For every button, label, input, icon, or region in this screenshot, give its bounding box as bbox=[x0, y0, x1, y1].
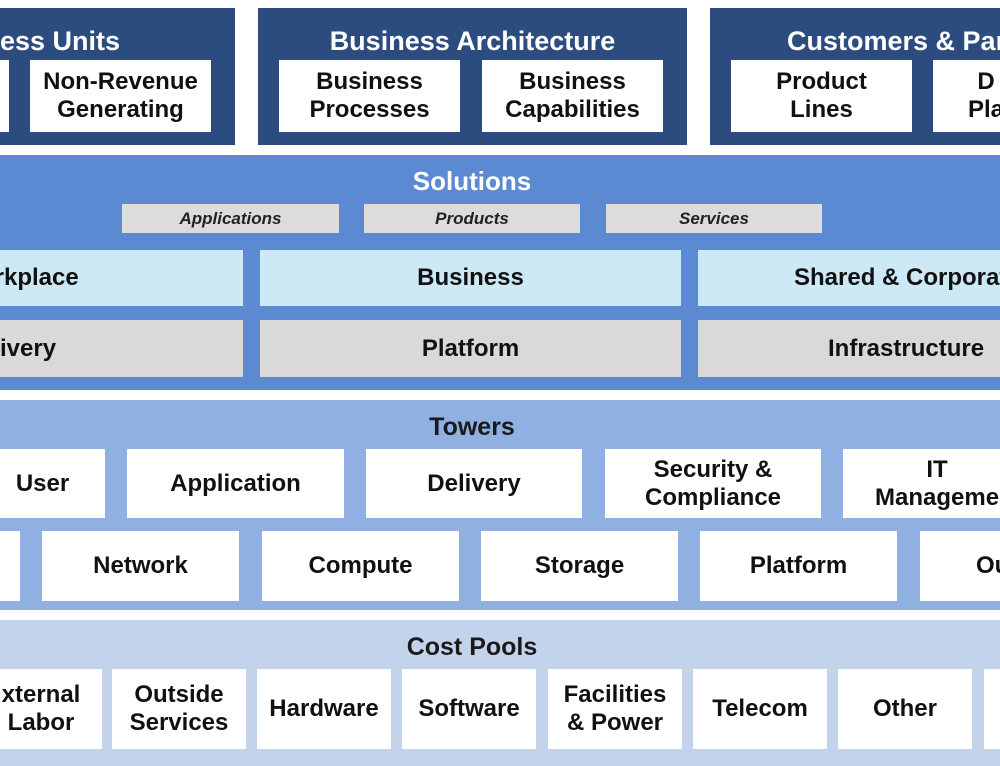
solutions-workplace-label: orkplace bbox=[0, 264, 79, 292]
tower-compute: Compute bbox=[262, 531, 459, 601]
cost-pools-title: Cost Pools bbox=[406, 632, 538, 661]
solutions-chip-applications: Applications bbox=[122, 204, 339, 233]
tower-output: Ou bbox=[920, 531, 1000, 601]
business-units-title: ess Units bbox=[0, 26, 121, 56]
cost-facilities-power: Facilities & Power bbox=[548, 669, 682, 749]
business-capabilities-box: Business Capabilities bbox=[482, 60, 663, 132]
tower-security-compliance: Security & Compliance bbox=[605, 449, 821, 518]
tower-storage: Storage bbox=[481, 531, 678, 601]
solutions-delivery-label: elivery bbox=[0, 334, 57, 362]
tower-platform: Platform bbox=[700, 531, 897, 601]
solutions-business: Business bbox=[260, 250, 681, 306]
business-architecture-title: Business Architecture bbox=[329, 26, 616, 56]
cost-external-labor: xternal Labor bbox=[0, 669, 102, 749]
solutions-workplace: orkplace bbox=[0, 250, 243, 306]
customers-partners-item-2: D Pla bbox=[933, 60, 1000, 132]
tower-delivery: Delivery bbox=[366, 449, 582, 518]
tower-network: Network bbox=[42, 531, 239, 601]
solutions-shared-corporate: Shared & Corporat bbox=[698, 250, 1000, 306]
business-units-item-1 bbox=[0, 60, 9, 132]
solutions-infrastructure: Infrastructure bbox=[698, 320, 1000, 377]
business-units-item-non-revenue: Non-Revenue Generating bbox=[30, 60, 211, 132]
towers-title: Towers bbox=[429, 412, 515, 441]
cost-last bbox=[984, 669, 1000, 749]
product-lines-box: Product Lines bbox=[731, 60, 912, 132]
tower-it-management-label: IT Manageme bbox=[875, 455, 1000, 511]
solutions-chip-products: Products bbox=[364, 204, 580, 233]
cost-hardware: Hardware bbox=[257, 669, 391, 749]
solutions-title: Solutions bbox=[412, 166, 532, 197]
cost-outside-services: Outside Services bbox=[112, 669, 246, 749]
tower-it-management: IT Manageme bbox=[843, 449, 1000, 518]
tower-row2-first bbox=[0, 531, 20, 601]
solutions-delivery: elivery bbox=[0, 320, 243, 377]
business-processes-box: Business Processes bbox=[279, 60, 460, 132]
customers-partners-title: Customers & Part bbox=[787, 26, 1000, 56]
solutions-chip-services: Services bbox=[606, 204, 822, 233]
tower-end-user: User bbox=[0, 449, 105, 518]
cost-other: Other bbox=[838, 669, 972, 749]
solutions-platform: Platform bbox=[260, 320, 681, 377]
cost-software: Software bbox=[402, 669, 536, 749]
tower-application: Application bbox=[127, 449, 344, 518]
cost-telecom: Telecom bbox=[693, 669, 827, 749]
